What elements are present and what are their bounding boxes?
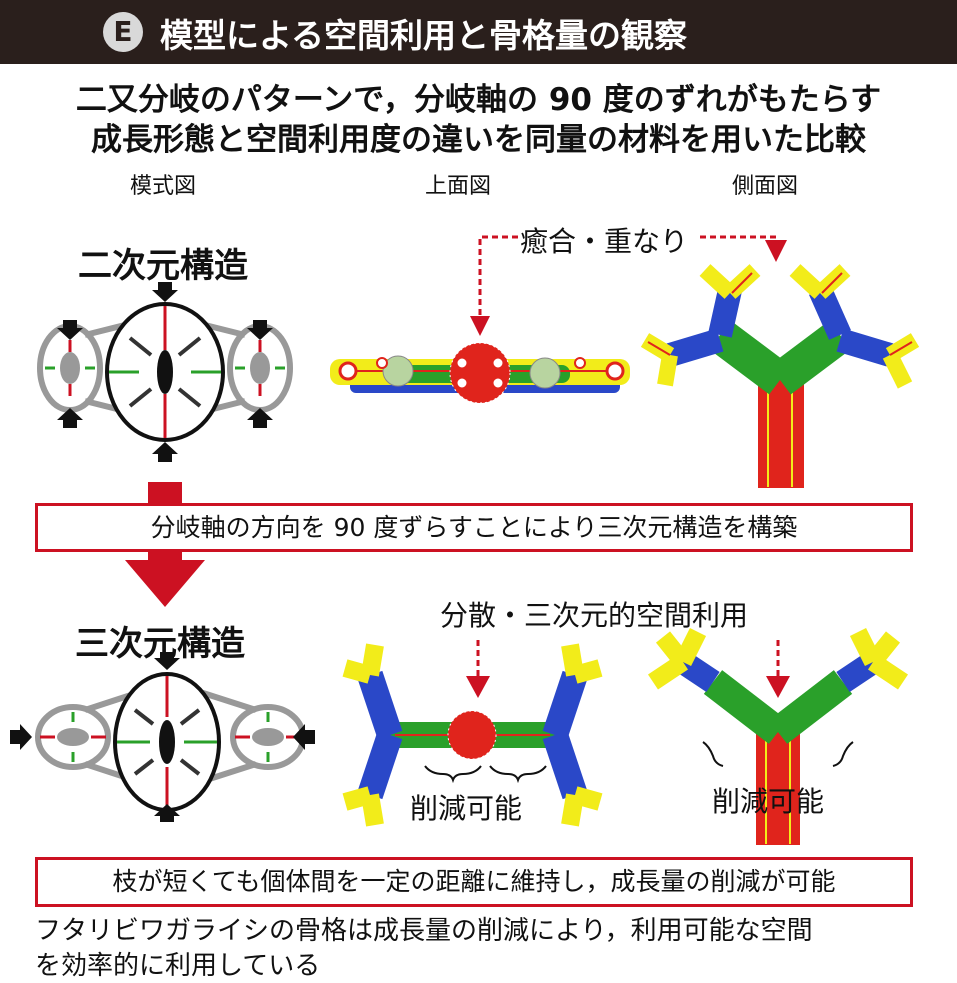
arrow-up-icon <box>247 408 273 428</box>
footer-line-1: フタリビワガライシの骨格は成長量の削減により，利用可能な空間 <box>35 916 813 946</box>
footer-line-2: を効率的に利用している <box>35 951 321 981</box>
arrow-down-icon <box>152 282 178 302</box>
header-bar <box>0 0 957 64</box>
side-view-3d-model <box>648 627 908 845</box>
arrow-up-icon <box>57 408 83 428</box>
conclusion-box: 枝が短くても個体間を一定の距離に維持し，成長量の削減が可能 <box>35 857 913 907</box>
row2-annotation: 分散・三次元的空間利用 <box>440 599 749 632</box>
row1-label: 二次元構造 <box>78 246 248 286</box>
arrow-down-icon <box>154 652 180 670</box>
section-badge: E <box>103 12 143 52</box>
intro-line-2: 成長形態と空間利用度の違いを同量の材料を用いた比較 <box>91 122 866 158</box>
schematic-2d <box>37 282 293 462</box>
column-top-view: 上面図 <box>425 174 492 199</box>
side-view-2d-model <box>640 264 920 488</box>
top-view-2d-model <box>330 342 630 404</box>
arrow-down-icon <box>247 320 273 340</box>
arrow-up-icon <box>152 442 178 462</box>
intro-line-1: 二又分岐のパターンで，分岐軸の 90 度のずれがもたらす <box>75 82 882 118</box>
arrow-up-icon <box>154 804 180 822</box>
row1-annotation: 癒合・重なり <box>520 225 689 258</box>
page-title: 模型による空間利用と骨格量の観察 <box>160 16 688 55</box>
column-schematic: 模式図 <box>130 174 197 199</box>
column-side-view: 側面図 <box>732 174 799 199</box>
arrow-down-icon <box>57 320 83 340</box>
schematic-3d <box>10 652 315 822</box>
reduction-label-side: 削減可能 <box>712 785 825 818</box>
arrow-right-icon <box>10 724 32 750</box>
top-view-3d-model <box>342 643 603 827</box>
reduction-label-top: 削減可能 <box>410 792 523 825</box>
arrow-left-icon <box>293 724 315 750</box>
transition-box: 分岐軸の方向を 90 度ずらすことにより三次元構造を構築 <box>35 503 913 552</box>
